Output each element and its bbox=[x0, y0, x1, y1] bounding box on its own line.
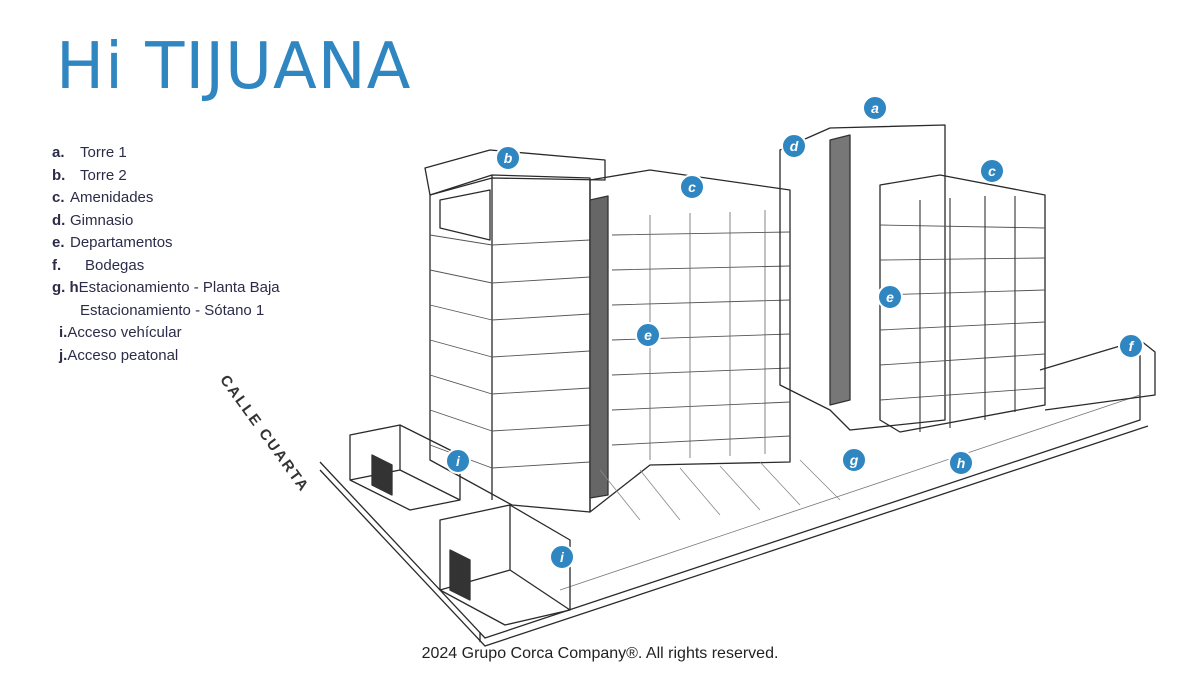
copyright-footer: 2024 Grupo Corca Company®. All rights re… bbox=[421, 645, 779, 662]
center-floors bbox=[611, 231, 791, 446]
tower-2-roof bbox=[424, 149, 606, 241]
legend-item-j: j.Acceso peatonal bbox=[52, 345, 280, 368]
marker-label: h bbox=[957, 455, 966, 471]
legend-item-b: b. Torre 2 bbox=[52, 165, 280, 188]
access-shed-1 bbox=[349, 424, 461, 511]
diagram-markers: a b c c d e e f g h i i bbox=[445, 95, 1144, 570]
marker-i-upper[interactable]: i bbox=[445, 448, 471, 474]
marker-i-lower[interactable]: i bbox=[549, 544, 575, 570]
legend-label: Torre 2 bbox=[80, 166, 127, 184]
legend-label: Estacionamiento - Sótano 1 bbox=[80, 301, 265, 319]
marker-label: i bbox=[560, 549, 565, 565]
legend-item-gh: g. hEstacionamiento - Planta Baja bbox=[52, 277, 280, 300]
marker-label: e bbox=[886, 289, 894, 305]
legend-label: Acceso peatonal bbox=[67, 346, 179, 364]
legend-key: c. bbox=[52, 189, 65, 206]
legend-key: a. bbox=[52, 144, 65, 161]
marker-label: f bbox=[1129, 338, 1135, 354]
legend: a. Torre 1 b. Torre 2 c. Amenidades d.Gimna… bbox=[52, 142, 280, 367]
tower-1-wing bbox=[879, 174, 1046, 433]
marker-label: i bbox=[456, 453, 461, 469]
page-title: Hi TIJUANA bbox=[56, 30, 412, 104]
legend-label: Gimnasio bbox=[70, 211, 134, 229]
access-gate bbox=[371, 454, 471, 601]
marker-label: d bbox=[790, 138, 799, 154]
marker-a[interactable]: a bbox=[862, 95, 888, 121]
ground-line bbox=[559, 394, 1141, 591]
legend-label: Amenidades bbox=[70, 189, 154, 206]
center-core bbox=[589, 195, 609, 499]
legend-key: e. bbox=[52, 234, 65, 251]
legend-key: j. bbox=[59, 346, 68, 364]
legend-label: Acceso vehícular bbox=[67, 324, 182, 341]
marker-e-right[interactable]: e bbox=[877, 284, 903, 310]
legend-item-a: a. Torre 1 bbox=[52, 142, 280, 165]
tower-1 bbox=[779, 124, 946, 431]
tower-2-floors bbox=[429, 234, 591, 469]
legend-label: Departamentos bbox=[70, 234, 173, 251]
legend-item-d: d.Gimnasio bbox=[52, 210, 280, 233]
legend-key: g. h bbox=[52, 279, 79, 296]
marker-h[interactable]: h bbox=[948, 450, 974, 476]
marker-c-center[interactable]: c bbox=[679, 174, 705, 200]
legend-item-h: Estacionamiento - Sótano 1 bbox=[52, 300, 280, 323]
legend-item-f: f. Bodegas bbox=[52, 255, 280, 278]
marker-g[interactable]: g bbox=[841, 447, 867, 473]
site-curb bbox=[319, 425, 1149, 647]
marker-label: c bbox=[688, 179, 696, 195]
marker-label: e bbox=[644, 327, 652, 343]
legend-key: d. bbox=[52, 211, 66, 229]
marker-c-right[interactable]: c bbox=[979, 158, 1005, 184]
legend-key: f. bbox=[52, 256, 62, 274]
site-base bbox=[319, 355, 1141, 639]
marker-label: g bbox=[849, 452, 859, 468]
tower-1-core bbox=[829, 134, 851, 406]
legend-item-i: i.Acceso vehícular bbox=[52, 322, 280, 345]
tower-1-balconies bbox=[919, 196, 1016, 432]
legend-item-e: e. Departamentos bbox=[52, 232, 280, 255]
bodegas-block bbox=[1039, 339, 1156, 411]
legend-item-c: c. Amenidades bbox=[52, 187, 280, 210]
marker-b[interactable]: b bbox=[495, 145, 521, 171]
center-block bbox=[589, 169, 791, 513]
legend-label: Bodegas bbox=[85, 256, 145, 274]
marker-label: b bbox=[504, 150, 513, 166]
tower-1-floors bbox=[879, 224, 1046, 401]
marker-d[interactable]: d bbox=[781, 133, 807, 159]
parking-lines bbox=[599, 459, 841, 521]
marker-e-left[interactable]: e bbox=[635, 322, 661, 348]
marker-label: a bbox=[871, 100, 879, 116]
marker-label: c bbox=[988, 163, 996, 179]
legend-label: Estacionamiento - Planta Baja bbox=[78, 279, 280, 296]
legend-key: i. bbox=[59, 324, 68, 341]
marker-f[interactable]: f bbox=[1118, 333, 1144, 359]
legend-key: b. bbox=[52, 166, 66, 184]
legend-label: Torre 1 bbox=[80, 144, 127, 161]
